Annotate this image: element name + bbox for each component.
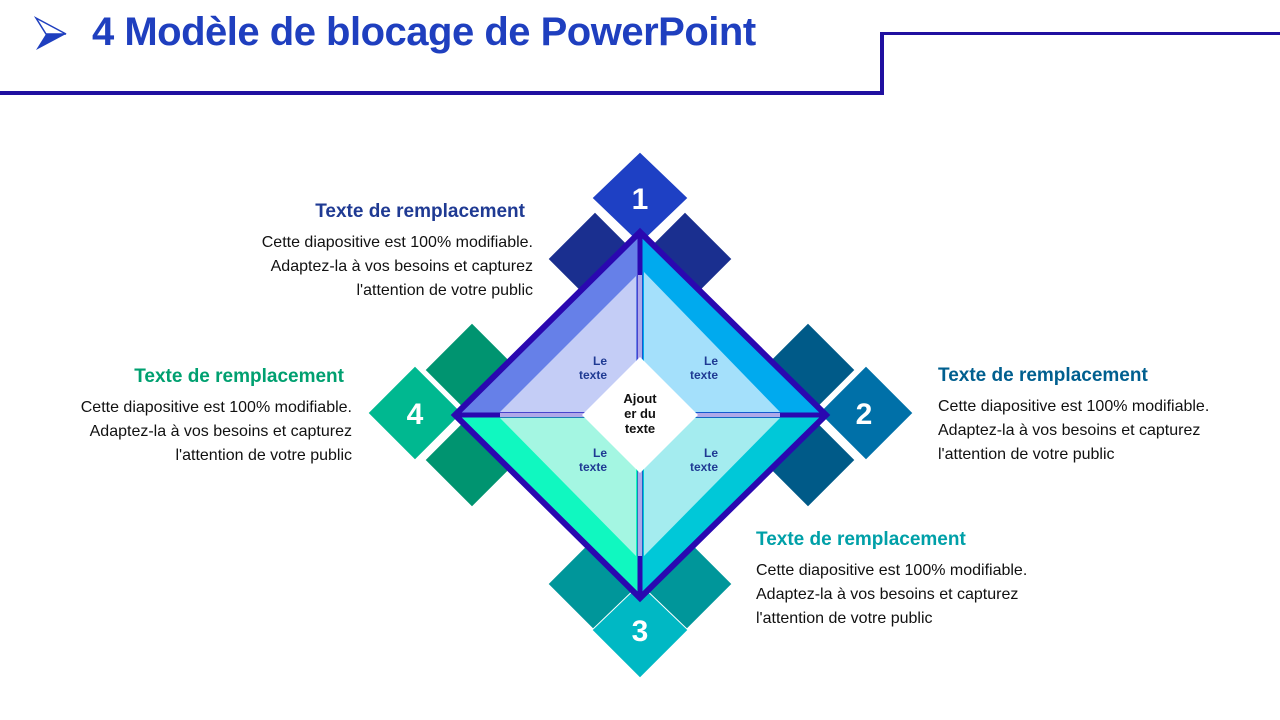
block-line: Adaptez-la à vos besoins et capturez: [756, 586, 1019, 603]
block-line: l'attention de votre public: [756, 610, 933, 627]
svg-text:Le: Le: [704, 354, 718, 368]
block-line: l'attention de votre public: [938, 446, 1115, 463]
svg-text:Le: Le: [593, 354, 607, 368]
svg-text:texte: texte: [625, 421, 655, 436]
svg-text:texte: texte: [690, 460, 718, 474]
block-line: l'attention de votre public: [175, 447, 353, 464]
text-block-1: Texte de remplacement Cette diapositive …: [193, 201, 533, 303]
svg-text:Ajout: Ajout: [623, 391, 657, 406]
svg-text:Le: Le: [593, 446, 607, 460]
arrow-bullet-icon: [34, 16, 67, 50]
block-heading: Texte de remplacement: [315, 201, 525, 222]
svg-text:texte: texte: [579, 460, 607, 474]
block-heading: Texte de remplacement: [134, 366, 344, 387]
number-square-4: [367, 365, 463, 461]
page-title: 4 Modèle de blocage de PowerPoint: [92, 10, 756, 54]
text-block-4: Texte de remplacement Cette diapositive …: [12, 366, 352, 468]
svg-text:Le: Le: [704, 446, 718, 460]
header-divider: [0, 91, 884, 95]
block-line: Cette diapositive est 100% modifiable.: [261, 234, 533, 251]
block-heading: Texte de remplacement: [756, 529, 966, 550]
number-2: 2: [856, 398, 873, 431]
block-line: Cette diapositive est 100% modifiable.: [938, 398, 1210, 415]
header-divider-step: [880, 32, 884, 95]
number-4: 4: [407, 398, 424, 431]
number-square-3: [591, 583, 689, 679]
block-line: Adaptez-la à vos besoins et capturez: [938, 422, 1201, 439]
svg-text:texte: texte: [579, 368, 607, 382]
block-line: Adaptez-la à vos besoins et capturez: [89, 423, 352, 440]
center-diamond: [582, 357, 698, 473]
block-heading: Texte de remplacement: [938, 365, 1148, 386]
block-line: Cette diapositive est 100% modifiable.: [756, 562, 1028, 579]
header-divider-top: [880, 32, 1280, 35]
svg-text:er du: er du: [624, 406, 656, 421]
number-1: 1: [632, 183, 649, 216]
text-block-3: Texte de remplacement Cette diapositive …: [756, 529, 1096, 631]
block-line: l'attention de votre public: [356, 282, 534, 299]
number-3: 3: [632, 615, 649, 648]
text-block-2: Texte de remplacement Cette diapositive …: [938, 365, 1278, 467]
block-line: Cette diapositive est 100% modifiable.: [80, 399, 352, 416]
svg-text:texte: texte: [690, 368, 718, 382]
block-line: Adaptez-la à vos besoins et capturez: [270, 258, 533, 275]
number-square-2: [818, 365, 914, 461]
